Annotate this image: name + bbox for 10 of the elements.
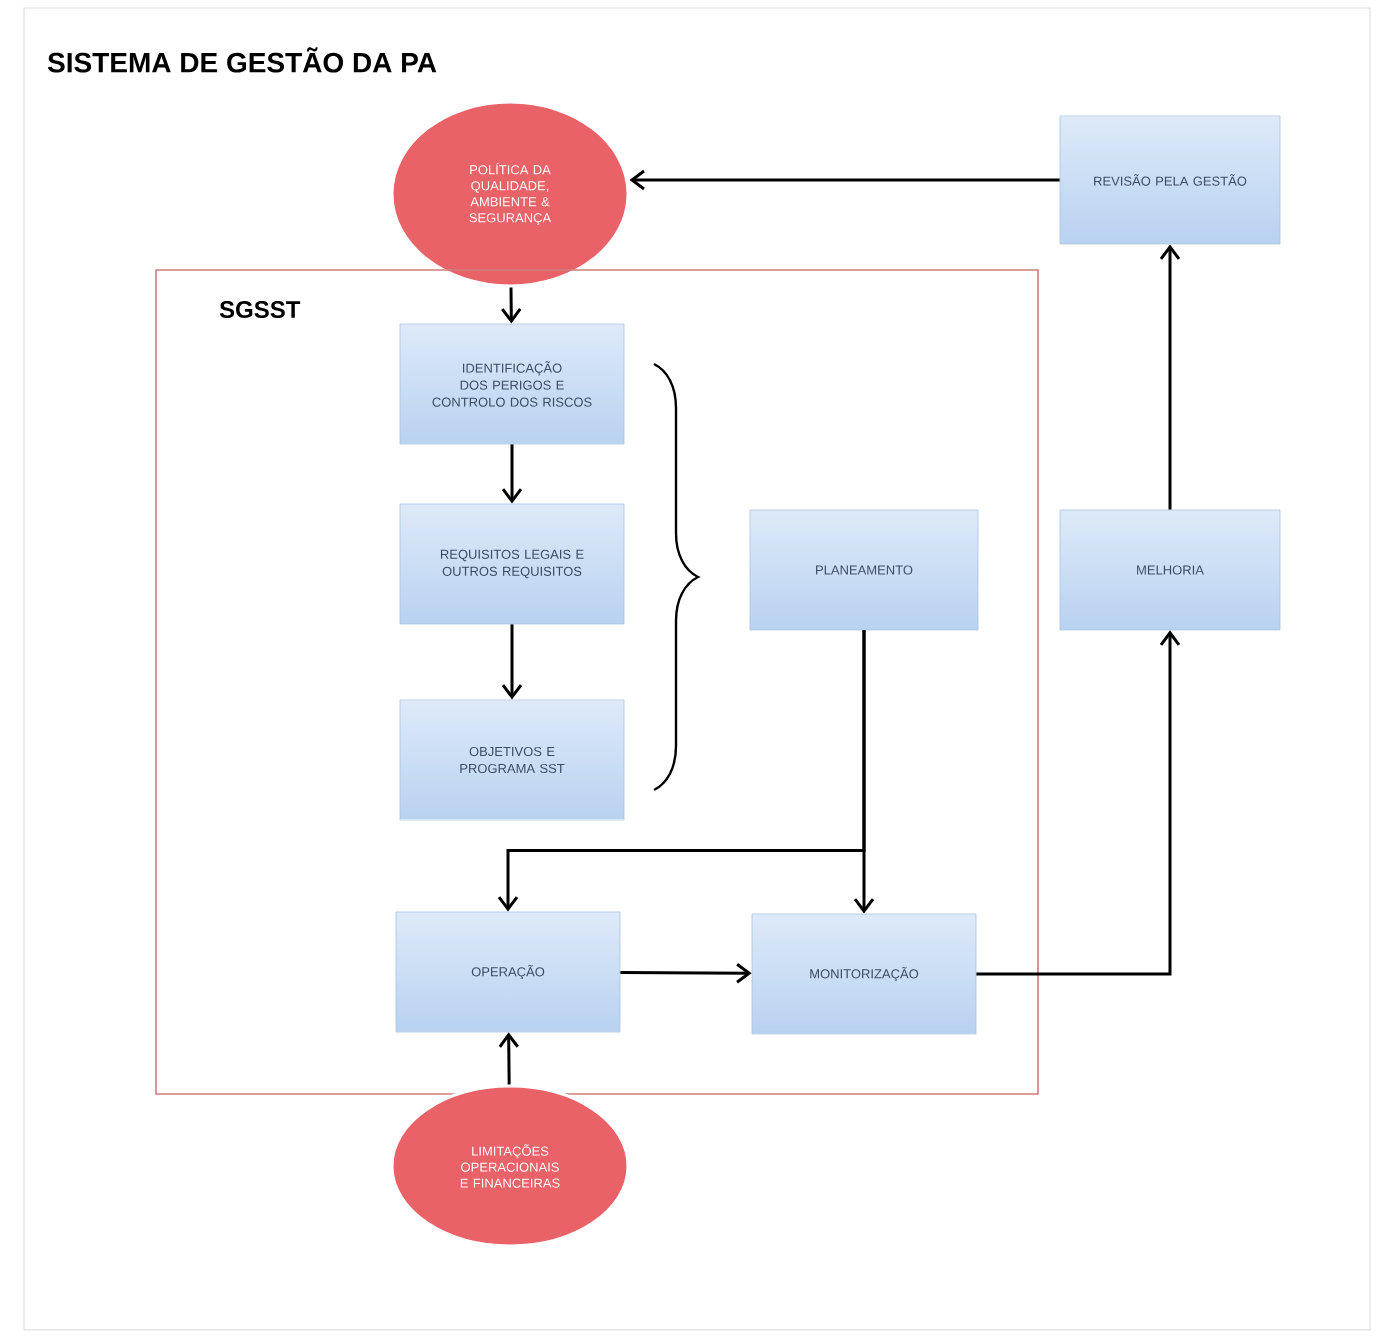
arrow [501,287,522,324]
arrow [629,169,1060,191]
arrow [501,624,523,700]
arrow [620,963,752,984]
title: SISTEMA DE GESTÃO DA PA [47,47,437,73]
arrow [501,444,523,504]
arrow [976,630,1181,976]
arrow [1159,244,1181,510]
arrow [853,630,875,914]
arrow [498,1032,519,1085]
